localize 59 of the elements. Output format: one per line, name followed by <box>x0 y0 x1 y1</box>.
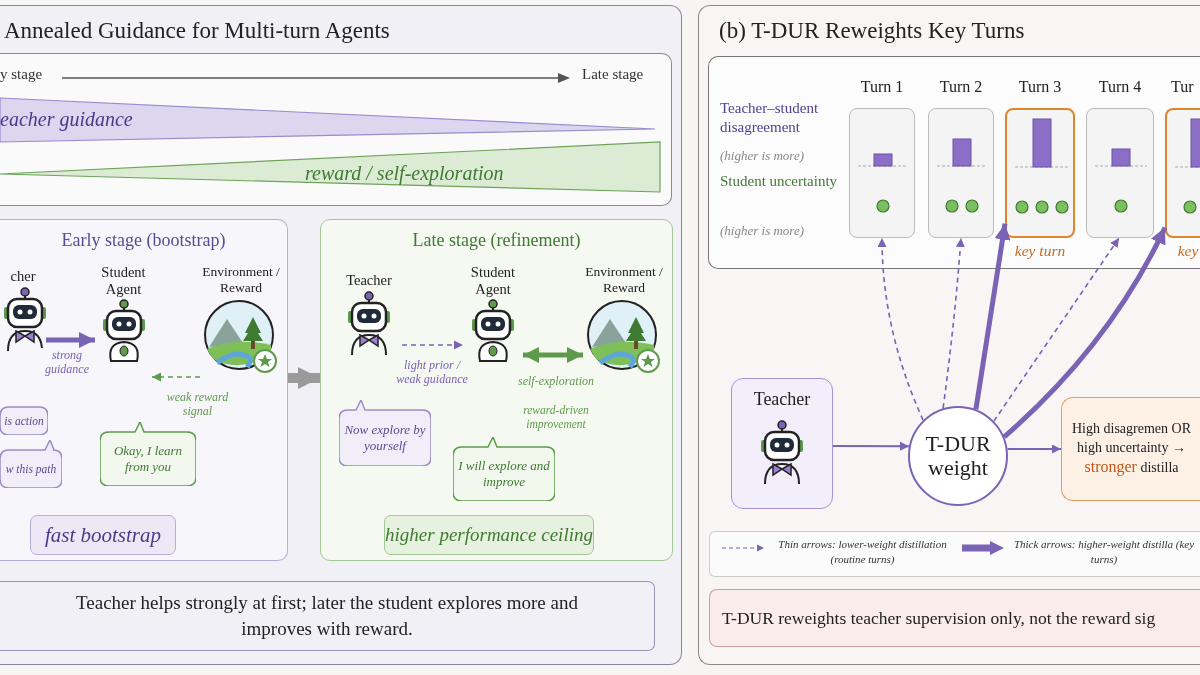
agent-label: Environment / Reward <box>584 264 664 296</box>
agent-label: Student Agent <box>100 264 147 298</box>
arrow <box>523 347 583 363</box>
agent-label: Environment / Reward <box>201 264 281 296</box>
legend-text: Thin arrows: lower-weight distillation (routine turns) <box>777 537 948 567</box>
arrow <box>942 237 965 410</box>
arrow <box>401 340 464 350</box>
text-label: reward / self-exploration <box>305 161 504 186</box>
text-label: Late stage <box>582 65 645 84</box>
text-label: Student uncertainty <box>720 172 838 191</box>
turn-heading: Turn 1 <box>859 78 905 96</box>
stage-heading: Early stage (bootstrap) <box>60 230 227 251</box>
text-label: Teacher–student disagreement <box>720 99 820 137</box>
outcome-banner: higher performance ceiling <box>384 515 594 555</box>
arrow <box>1006 444 1062 454</box>
arrow <box>973 223 1011 410</box>
panel-title: Annealed Guidance for Multi-turn Agents <box>4 18 390 44</box>
key-turn-label: key turn <box>1013 242 1067 260</box>
outcome-banner: fast bootstrap <box>30 515 176 555</box>
turn-heading: Turn 4 <box>1097 78 1143 96</box>
panel-title: (b) T-DUR Reweights Key Turns <box>719 18 1025 44</box>
summary-box: Teacher helps strongly at first; later the student explores more and improves with reward. <box>0 581 655 651</box>
text-label: eacher guidance <box>0 107 133 132</box>
outcome-box: High disagremen OR high uncertainty → stronger distilla <box>1061 397 1200 501</box>
teacher-card <box>731 378 833 509</box>
weight-circle: T-DUR weight <box>908 406 1008 506</box>
text-label: (higher is more) <box>720 148 805 165</box>
agent-label: Student Agent <box>469 264 517 298</box>
note-box: T-DUR reweights teacher supervision only, not the reward sig <box>709 589 1200 647</box>
speech-bubble: w this path <box>0 440 62 488</box>
speech-bubble: Okay, I learn from you <box>100 422 196 486</box>
key-turn-label: key <box>1176 242 1200 260</box>
turn-heading: Turn 3 <box>1017 78 1063 96</box>
arrow <box>46 332 95 349</box>
agent-label: Teacher <box>345 272 393 289</box>
panel <box>698 5 1200 665</box>
arrow <box>288 367 320 390</box>
legend-text: Thick arrows: higher-weight distilla (key turns) <box>1012 537 1196 567</box>
text-label: (higher is more) <box>720 223 805 240</box>
turn-heading: Turn 2 <box>938 78 984 96</box>
arrow <box>1002 226 1168 439</box>
agent-label: cher <box>9 268 37 285</box>
arrow <box>877 237 924 421</box>
arrow <box>993 237 1120 422</box>
text-label: reward-driven improvement <box>522 403 590 432</box>
timeline-panel <box>0 53 672 206</box>
turns-panel <box>708 56 1200 269</box>
edge-label: light prior / weak guidance <box>396 358 468 387</box>
arrow <box>151 372 201 382</box>
agent-label: Teacher <box>752 389 812 410</box>
stage-heading: Late stage (refinement) <box>411 230 582 251</box>
text-label: y stage <box>0 65 44 84</box>
arrow <box>832 441 910 451</box>
stage-panel <box>320 219 673 561</box>
stage-panel <box>0 219 288 561</box>
speech-bubble: Now explore by yourself <box>339 400 431 466</box>
speech-bubble: I will explore and improve <box>453 437 555 501</box>
turn-heading: Tur <box>1171 78 1195 96</box>
panel <box>0 5 682 665</box>
